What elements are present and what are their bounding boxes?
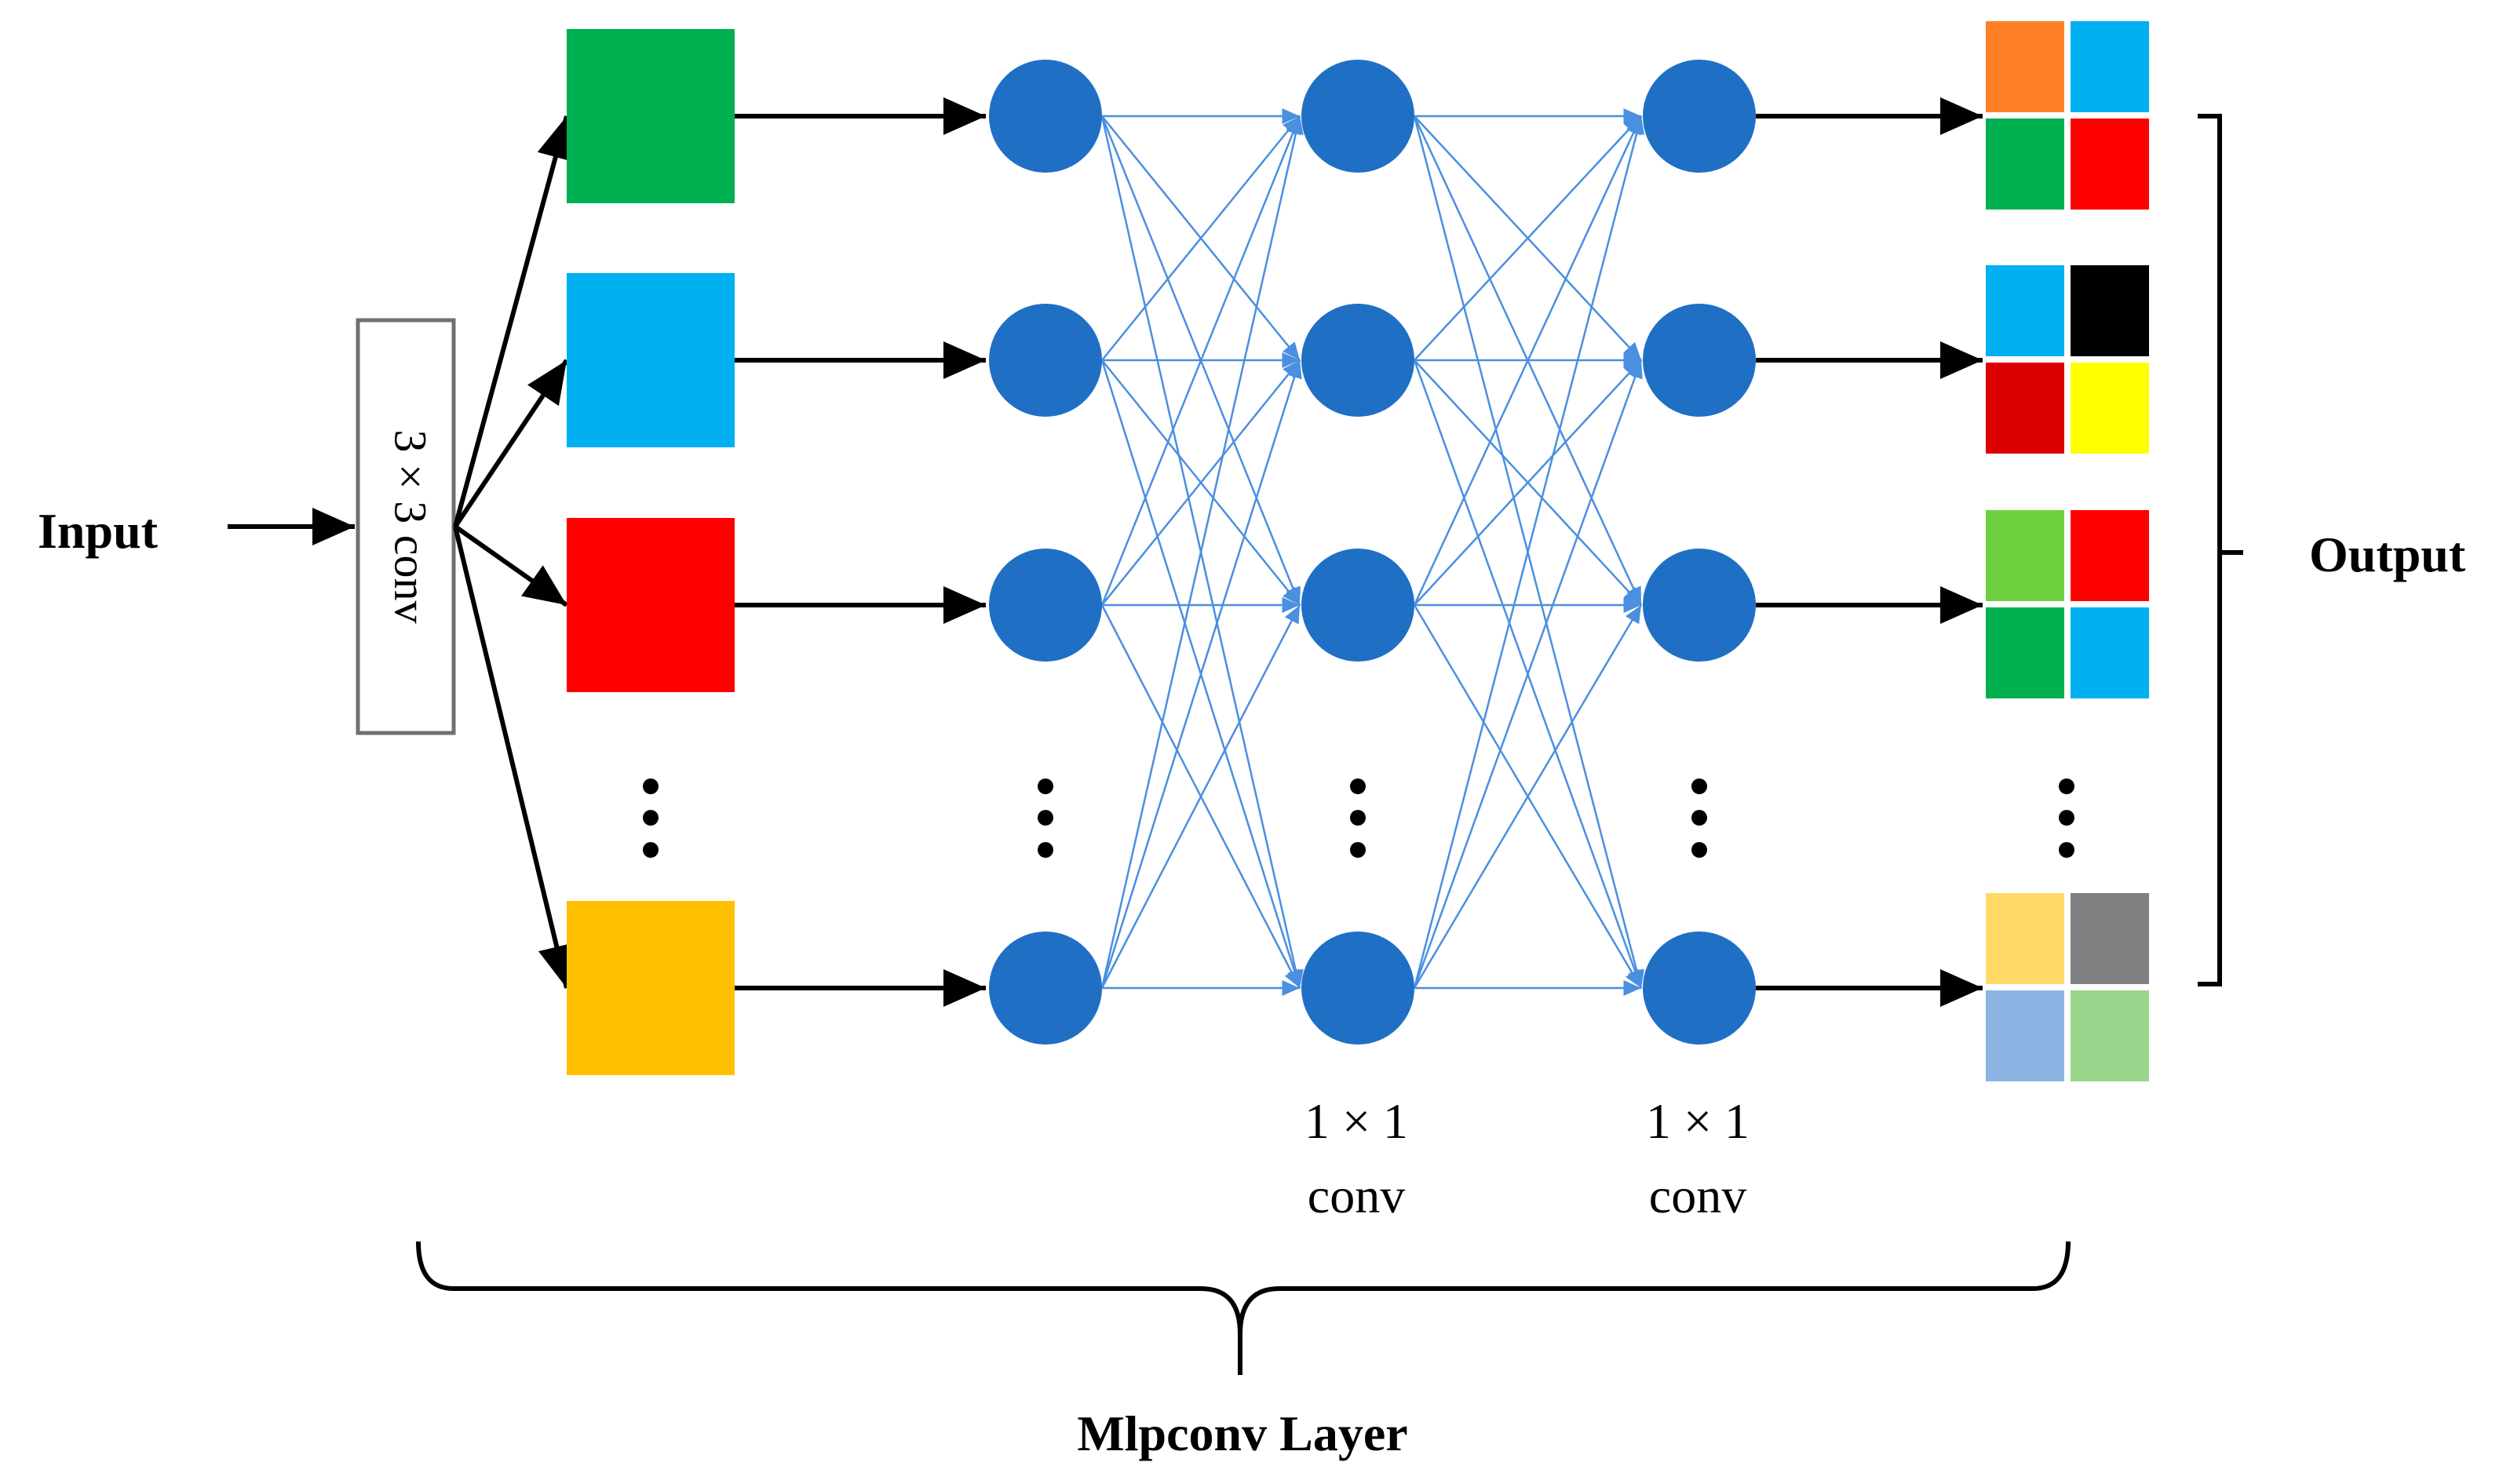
conv1x1-a-bottom: conv (1308, 1168, 1405, 1223)
feature-map-square (567, 273, 735, 447)
output-cell (1986, 363, 2064, 454)
connection-line (1100, 115, 1301, 606)
vertical-ellipses (643, 778, 2074, 858)
fan-arrow (453, 359, 569, 528)
feature-map-square (567, 518, 735, 692)
output-cell (1986, 990, 2064, 1081)
neuron-node (1301, 932, 1414, 1045)
neuron-node (1301, 304, 1414, 417)
mlp-connections (1100, 108, 1645, 996)
input-label: Input (38, 503, 159, 559)
output-label: Output (2309, 527, 2466, 582)
ellipsis-dot (1691, 810, 1707, 826)
connection-line (1101, 115, 1301, 361)
neuron-node (1643, 549, 1756, 662)
ellipsis-dot (2059, 778, 2074, 794)
neuron-node (1301, 549, 1414, 662)
feature-maps (567, 29, 735, 1075)
output-cell (1986, 893, 2064, 984)
connection-line (1100, 604, 1301, 989)
output-cell (1986, 265, 2064, 356)
fan-arrow (453, 526, 575, 989)
neuron-node (989, 932, 1102, 1045)
output-cell (2071, 119, 2149, 210)
ellipsis-dot (1038, 778, 1053, 794)
neuron-to-output-arrows (1756, 97, 1983, 1007)
ellipsis-dot (1691, 778, 1707, 794)
feature-map-square (567, 901, 735, 1075)
neuron-node (1301, 60, 1414, 173)
neuron-node (989, 549, 1102, 662)
conv1x1-a-top: 1 × 1 (1304, 1093, 1408, 1149)
feature-map-to-neuron-arrows (735, 97, 986, 1007)
connection-line (1100, 359, 1302, 989)
ellipsis-dot (1350, 810, 1366, 826)
connection-line (1413, 604, 1643, 989)
ellipsis-dot (1350, 842, 1366, 858)
ellipsis-dot (1350, 778, 1366, 794)
mlpconv-brace (416, 1241, 2071, 1375)
feature-map-square (567, 29, 735, 203)
ellipsis-dot (1038, 842, 1053, 858)
output-cell (2071, 510, 2149, 601)
output-cell (1986, 607, 2064, 698)
conv-to-feature-map-arrows (453, 115, 575, 989)
conv3x3-box (356, 318, 456, 735)
neuron-node (989, 60, 1102, 173)
output-cell (2071, 265, 2149, 356)
connection-line (1413, 115, 1645, 989)
neuron-node (989, 304, 1102, 417)
connection-line (1101, 359, 1301, 606)
conv1x1-b-bottom: conv (1649, 1168, 1746, 1223)
neuron-node (1643, 60, 1756, 173)
neuron-node (1643, 304, 1756, 417)
output-cell (1986, 510, 2064, 601)
output-cell (2071, 990, 2149, 1081)
mlpconv-label: Mlpconv Layer (1077, 1406, 1407, 1461)
ellipsis-dot (2059, 810, 2074, 826)
connection-line (1414, 359, 1642, 606)
output-cell (2071, 893, 2149, 984)
fan-arrow (453, 115, 575, 527)
conv3x3-label: 3 × 3 conv (385, 430, 436, 624)
mlp-neurons (989, 60, 1756, 1045)
output-cell (2071, 21, 2149, 112)
output-cell (2071, 607, 2149, 698)
output-cell (1986, 119, 2064, 210)
connection-line (1414, 115, 1642, 361)
output-cell (2071, 363, 2149, 454)
ellipsis-dot (1691, 842, 1707, 858)
ellipsis-dot (1038, 810, 1053, 826)
fan-arrow (454, 524, 568, 607)
ellipsis-dot (643, 842, 659, 858)
neuron-node (1643, 932, 1756, 1045)
connection-line (1413, 115, 1643, 606)
connection-line (1413, 359, 1643, 989)
output-bracket (2198, 114, 2243, 986)
connection-line (1100, 115, 1304, 989)
ellipsis-dot (643, 810, 659, 826)
ellipsis-dot (643, 778, 659, 794)
ellipsis-dot (2059, 842, 2074, 858)
output-cell (1986, 21, 2064, 112)
conv1x1-b-top: 1 × 1 (1646, 1093, 1750, 1149)
output-maps (1986, 21, 2149, 1081)
